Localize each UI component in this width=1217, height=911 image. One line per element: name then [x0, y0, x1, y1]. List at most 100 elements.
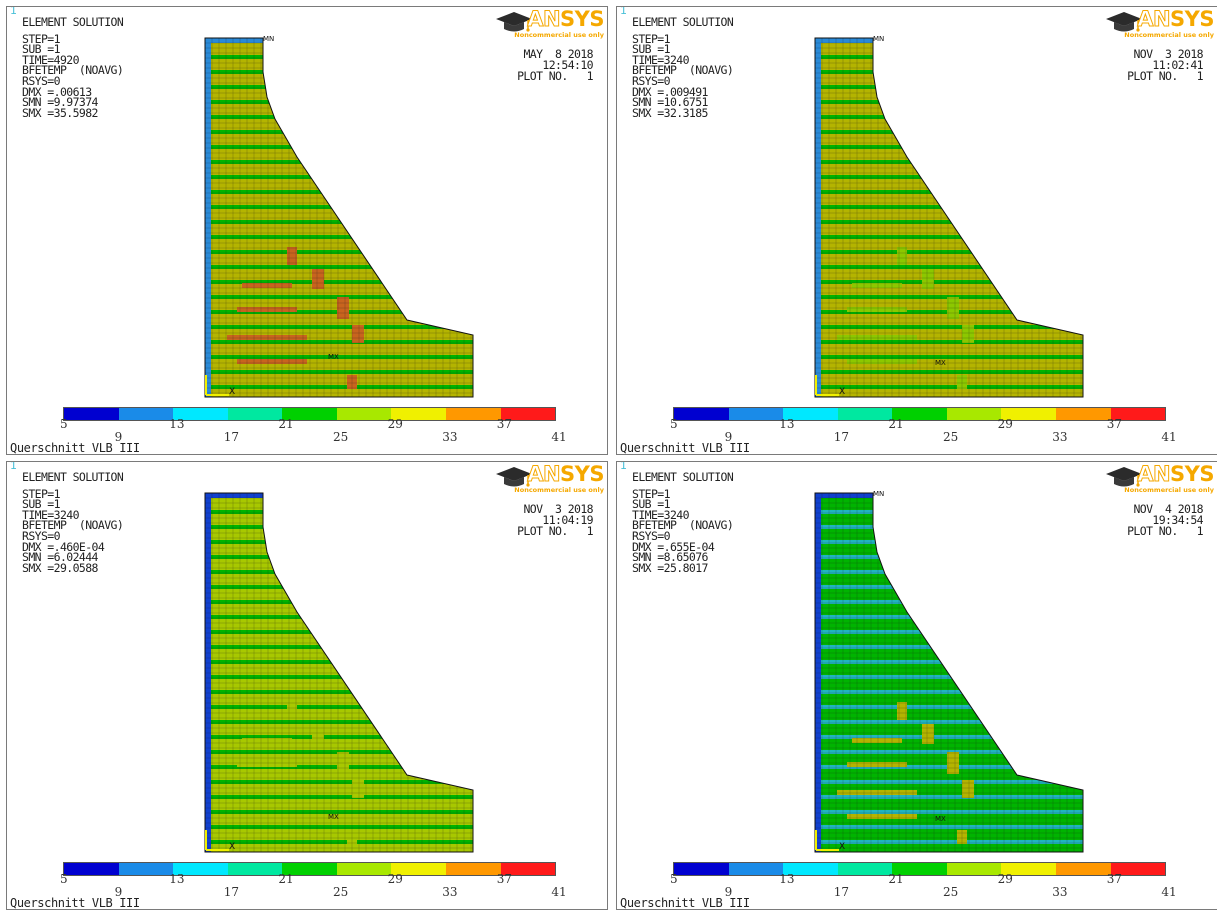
mesh-layer-band	[205, 735, 473, 739]
legend-swatch	[173, 408, 228, 420]
mesh-layer-band	[205, 615, 473, 619]
legend-swatch	[445, 408, 501, 420]
legend-swatch	[500, 408, 556, 420]
legend-swatch	[282, 408, 337, 420]
plot-date: NOV 3 2018	[523, 502, 593, 516]
solution-info-line: RSYS=0	[22, 528, 61, 543]
solution-info-line: BFETEMP (NOAVG)	[22, 63, 124, 78]
mesh-layer-band	[815, 370, 1083, 374]
plot-number: PLOT NO. 1	[1127, 69, 1203, 83]
graduation-cap-icon	[496, 12, 532, 32]
mesh-layer-band	[205, 85, 473, 89]
solution-info-line: TIME=3240	[632, 52, 690, 67]
solution-info-line: SUB =1	[632, 42, 671, 57]
mesh-layer-band	[815, 235, 1083, 239]
graduation-cap-icon	[1106, 467, 1142, 487]
legend-swatch	[336, 408, 392, 420]
legend-swatch	[336, 863, 392, 875]
solution-info-line: SMX =25.8017	[632, 560, 708, 575]
mesh-layer-band	[815, 810, 1083, 814]
legend-tick-label: 29	[997, 417, 1013, 431]
mesh-hot-spot	[922, 269, 934, 289]
legend-swatch	[500, 863, 556, 875]
mesh-layer-band	[205, 265, 473, 269]
mesh-layer-band	[815, 555, 1083, 559]
solution-info-line: SMN =6.02444	[22, 550, 98, 565]
mesh-layer-band	[815, 145, 1083, 149]
plot-date: NOV 3 2018	[1133, 47, 1203, 61]
solution-info-line: SUB =1	[632, 497, 671, 512]
mesh-layer-band	[815, 510, 1083, 514]
axis-x-marker: X	[229, 842, 236, 852]
legend-swatch	[445, 863, 501, 875]
graduation-cap-icon	[1106, 12, 1142, 32]
legend-tick-label: 21	[888, 417, 904, 431]
window-number: 1	[10, 6, 17, 17]
mesh-layer-band	[205, 645, 473, 649]
legend-swatch	[892, 863, 947, 875]
legend-tick-label: 29	[997, 872, 1013, 886]
legend-tick-label: 5	[670, 417, 678, 431]
graduation-cap-icon	[496, 467, 532, 487]
mesh-hot-spot	[852, 738, 902, 743]
color-legend-bar	[63, 407, 556, 421]
solution-info-line: STEP=1	[632, 31, 671, 46]
mesh-layer-band	[205, 190, 473, 194]
plot-time: 19:34:54	[1152, 513, 1203, 527]
solution-info-line: SMX =32.3185	[632, 105, 708, 120]
plot-number: PLOT NO. 1	[517, 69, 593, 83]
solution-info-line: SMX =29.0588	[22, 560, 98, 575]
mesh-layer-band	[205, 540, 473, 544]
legend-swatch	[674, 408, 729, 420]
mesh-layer-band	[815, 55, 1083, 59]
plot-time: 12:54:10	[542, 58, 593, 72]
legend-swatch	[173, 863, 228, 875]
solution-info-line: SUB =1	[22, 42, 61, 57]
mesh-layer-band	[205, 280, 473, 284]
legend-swatch	[118, 408, 174, 420]
legend-swatch	[674, 863, 729, 875]
mesh-layer-band	[205, 370, 473, 374]
mesh-layer-band	[815, 325, 1083, 329]
mesh-hot-spot	[897, 247, 907, 265]
mesh-hot-spot	[237, 307, 297, 312]
mesh-layer-band	[205, 55, 473, 59]
mesh-layer-band	[205, 325, 473, 329]
mesh-layer-band	[815, 220, 1083, 224]
legend-tick-label: 33	[442, 885, 458, 899]
ansys-wordmark: ANSYS	[527, 7, 605, 32]
mesh-layer-band	[815, 735, 1083, 739]
plot-number: PLOT NO. 1	[517, 524, 593, 538]
color-legend-bar	[63, 862, 556, 876]
mesh-layer-band	[815, 795, 1083, 799]
solution-info-line: STEP=1	[22, 486, 61, 501]
mesh-layer-band	[205, 160, 473, 164]
solution-info-line: STEP=1	[632, 486, 671, 501]
legend-tick-label: 25	[333, 430, 349, 444]
mesh-layer-band	[815, 130, 1083, 134]
legend-tick-label: 29	[387, 872, 403, 886]
dam-cross-section-mesh	[814, 492, 1084, 853]
mesh-layer-band	[815, 250, 1083, 254]
mesh-layer-band	[815, 280, 1083, 284]
model-caption: Querschnitt VLB III	[10, 441, 140, 455]
mesh-layer-band	[205, 825, 473, 829]
plot-title: ELEMENT SOLUTION	[22, 470, 124, 484]
legend-tick-label: 17	[223, 430, 240, 444]
max-marker: MX	[935, 815, 946, 823]
legend-tick-label: 21	[278, 417, 294, 431]
mesh-layer-band	[815, 265, 1083, 269]
mesh-hot-spot	[847, 359, 917, 364]
max-marker: MX	[328, 813, 339, 821]
mesh-hot-spot	[847, 762, 907, 767]
legend-swatch	[118, 863, 174, 875]
axis-x-marker: X	[229, 387, 236, 397]
